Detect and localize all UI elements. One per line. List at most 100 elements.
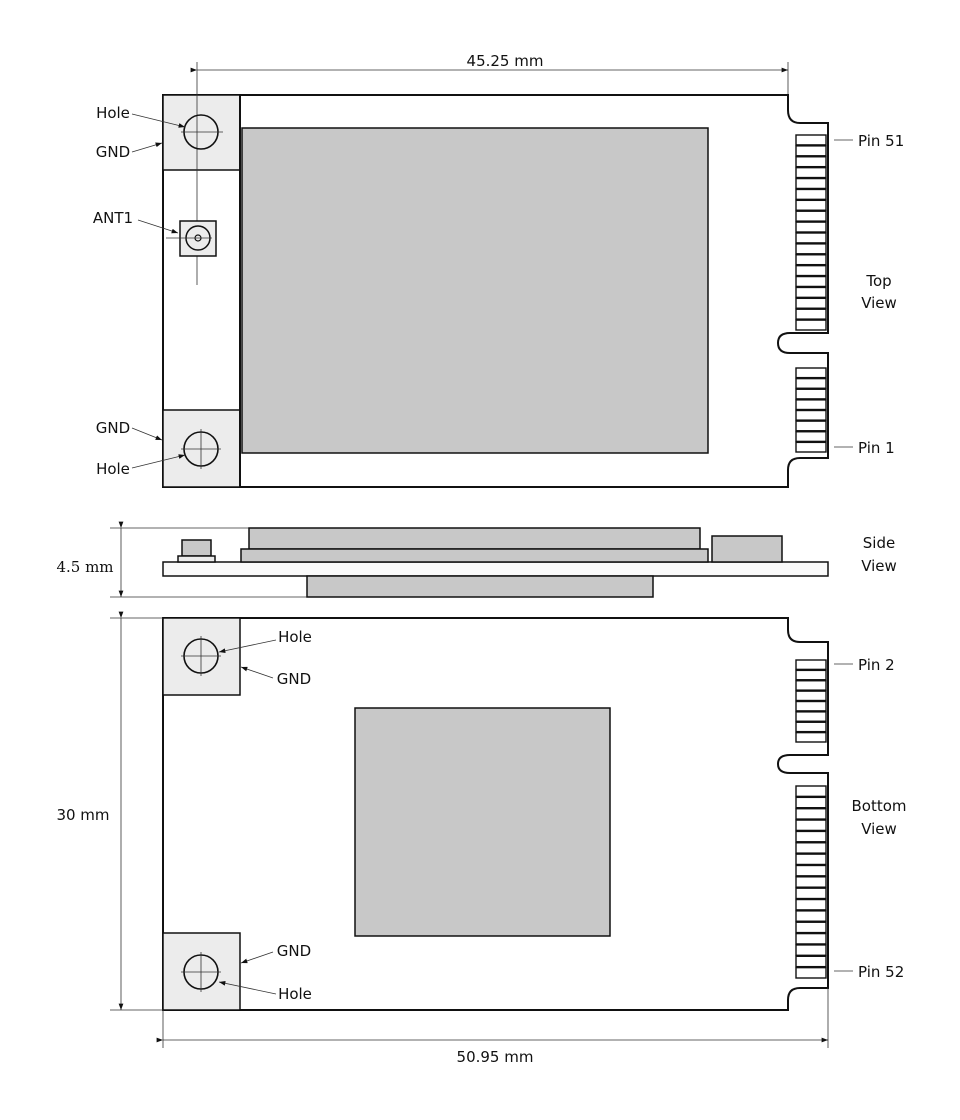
shield-frame-side bbox=[240, 548, 709, 563]
leader-line bbox=[131, 454, 186, 469]
pin-contact bbox=[795, 690, 827, 702]
pin-contact bbox=[795, 134, 827, 146]
gnd-pad bbox=[162, 932, 241, 1011]
pin-contact bbox=[795, 830, 827, 843]
callout-hole: Hole bbox=[278, 985, 312, 1003]
pin-contact bbox=[795, 264, 827, 277]
dimension-width-top: 45.25 mm bbox=[467, 52, 544, 70]
pin-contact bbox=[795, 785, 827, 798]
pin-label-first: Pin 2 bbox=[858, 656, 895, 674]
leader-line bbox=[131, 427, 163, 441]
pin-contact bbox=[795, 955, 827, 968]
mounting-hole-icon bbox=[181, 114, 223, 150]
gnd-pad bbox=[162, 617, 241, 696]
top-view: 45.25 mm Hole GND ANT1 GND Hole bbox=[93, 52, 904, 488]
pin-contact bbox=[795, 377, 827, 389]
pin-contact bbox=[795, 887, 827, 900]
pin-contact bbox=[795, 659, 827, 671]
pin-contact bbox=[795, 853, 827, 866]
view-label: Bottom bbox=[851, 797, 906, 815]
bottom-shield-side bbox=[306, 575, 654, 598]
component-side bbox=[711, 535, 783, 563]
view-label: View bbox=[861, 820, 897, 838]
pin-contact bbox=[795, 399, 827, 411]
pin-contact bbox=[795, 808, 827, 820]
shield-can-side bbox=[248, 527, 701, 550]
pin-contact bbox=[795, 367, 827, 379]
pin-contact bbox=[795, 199, 827, 211]
pin-contact bbox=[795, 188, 827, 201]
pin-contact bbox=[795, 731, 827, 743]
dimension-thickness: 4.5 mm bbox=[56, 558, 113, 576]
side-view: 4.5 mm Side View bbox=[56, 521, 897, 598]
leader-line bbox=[240, 666, 274, 679]
callout-hole: Hole bbox=[96, 460, 130, 478]
antenna-base-side bbox=[177, 555, 216, 563]
callout-hole: Hole bbox=[96, 104, 130, 122]
pin-contact bbox=[795, 420, 827, 432]
pin-contact bbox=[795, 721, 827, 733]
pin-contact bbox=[795, 932, 827, 945]
dimension-width-total: 50.95 mm bbox=[457, 1048, 534, 1066]
pin-contact bbox=[795, 921, 827, 934]
pin-contact bbox=[795, 275, 827, 288]
pin-label-first: Pin 51 bbox=[858, 132, 904, 150]
mounting-hole-icon bbox=[181, 952, 221, 992]
pin-contact bbox=[795, 864, 827, 877]
bottom-shield-can bbox=[354, 707, 611, 937]
callout-ant1: ANT1 bbox=[93, 209, 133, 227]
pin-contact bbox=[795, 680, 827, 691]
pin-label-last: Pin 1 bbox=[858, 439, 895, 457]
pin-contact bbox=[795, 156, 827, 168]
pin-contact bbox=[795, 819, 827, 832]
pin-contact bbox=[795, 431, 827, 443]
antenna-connector-icon bbox=[166, 220, 217, 257]
pin-contact bbox=[795, 145, 827, 157]
pin-contact bbox=[795, 944, 827, 956]
shield-can bbox=[241, 127, 709, 454]
gnd-pad bbox=[162, 409, 241, 488]
callout-gnd: GND bbox=[277, 670, 311, 688]
pin-contact bbox=[795, 711, 827, 722]
top-board-outline bbox=[162, 94, 829, 488]
dimension-height: 30 mm bbox=[56, 806, 109, 824]
view-label: Side bbox=[863, 534, 895, 552]
pin-contact bbox=[795, 796, 827, 809]
leader-line bbox=[240, 951, 274, 964]
pcb-side bbox=[162, 561, 829, 577]
leader-line bbox=[131, 113, 186, 128]
view-label: Top bbox=[865, 272, 891, 290]
pin-contact bbox=[795, 910, 827, 922]
pin-contact bbox=[795, 166, 827, 179]
callout-gnd: GND bbox=[277, 942, 311, 960]
pin-contact bbox=[795, 876, 827, 888]
pin-contact bbox=[795, 669, 827, 681]
pin-contact bbox=[795, 700, 827, 712]
pin-label-last: Pin 52 bbox=[858, 963, 904, 981]
gnd-pad bbox=[162, 94, 241, 171]
mounting-hole-icon bbox=[181, 429, 221, 469]
pin-contact bbox=[795, 221, 827, 233]
leader-line bbox=[131, 142, 163, 153]
callout-gnd: GND bbox=[96, 419, 130, 437]
pin-contact bbox=[795, 842, 827, 854]
pin-contact bbox=[795, 232, 827, 244]
callout-hole: Hole bbox=[278, 628, 312, 646]
pin-contact bbox=[795, 243, 827, 255]
pin-contact bbox=[795, 297, 827, 309]
pin-contact bbox=[795, 966, 827, 979]
leader-line bbox=[137, 219, 179, 234]
pin-contact bbox=[795, 286, 827, 299]
pin-contact bbox=[795, 210, 827, 222]
antenna-connector-side bbox=[181, 539, 212, 557]
callout-gnd: GND bbox=[96, 143, 130, 161]
pin-contact bbox=[795, 898, 827, 911]
bottom-view: Hole GND GND Hole Pin 2 Pin 52 Bottom Vi… bbox=[56, 611, 907, 1066]
pin-contact bbox=[795, 441, 827, 453]
leader-line bbox=[218, 639, 277, 654]
edge-connector-pins bbox=[795, 134, 827, 453]
pin-contact bbox=[795, 308, 827, 320]
pin-contact bbox=[795, 254, 827, 266]
edge-connector-pins bbox=[795, 659, 827, 979]
